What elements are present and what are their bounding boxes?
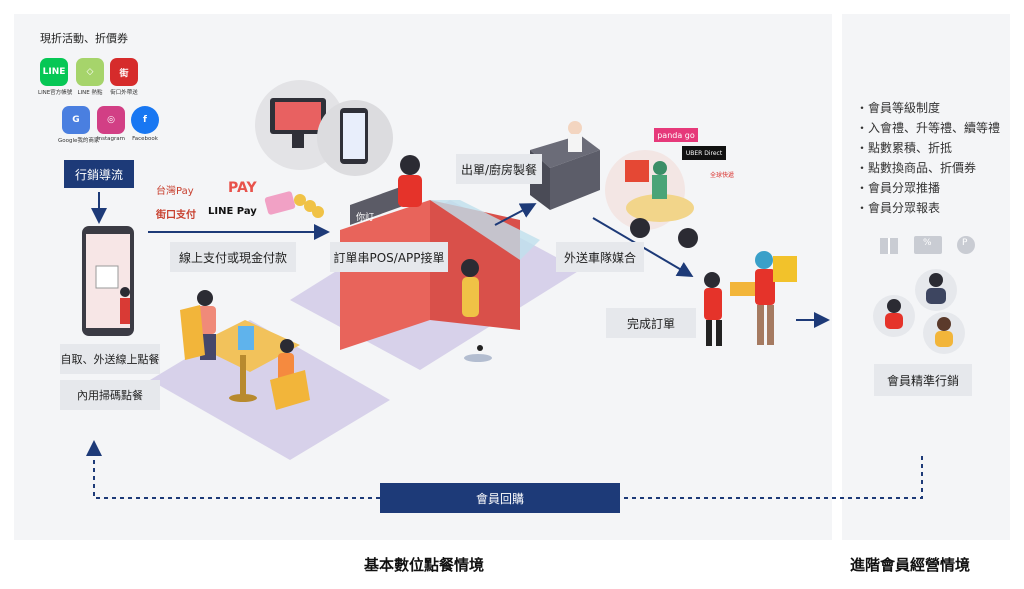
foodpanda-logo: panda go: [654, 128, 698, 142]
pickup-delivery-label: 自取、外送線上點餐: [60, 344, 160, 374]
points-icon: [957, 236, 975, 254]
pos-order-label: 訂單串POS/APP接單: [330, 242, 448, 272]
counter-sign: 你訂: [356, 213, 375, 223]
app-caption: Google我的商家: [58, 138, 100, 144]
feature-item: ・會員等級制度: [856, 101, 941, 115]
facebook-app[interactable]: f Facebook: [130, 106, 160, 142]
feature-item: ・會員分眾推播: [856, 181, 941, 195]
promo-title: 現折活動、折價券: [40, 32, 128, 45]
feature-item: ・入會禮、升等禮、續等禮: [856, 121, 1001, 135]
marketing-traffic-label: 行銷導流: [64, 160, 134, 188]
app-caption: Facebook: [132, 136, 158, 142]
member-feature-list: ・會員等級制度 ・入會禮、升等禮、續等禮 ・點數累積、折抵 ・點數換商品、折價券…: [856, 98, 1000, 218]
feature-item: ・點數累積、折抵: [856, 141, 953, 155]
kitchen-label: 出單/廚房製餐: [456, 154, 542, 184]
taiwan-pay-logo: 台灣Pay: [156, 186, 194, 197]
feature-item: ・點數換商品、折價券: [856, 161, 977, 175]
instagram-icon: ◎: [97, 106, 125, 134]
google-business-icon: G: [62, 106, 90, 134]
app-caption: Instagram: [97, 136, 125, 142]
app-caption: LINE官方帳號: [38, 90, 73, 96]
points-icon-text: P: [962, 238, 968, 248]
advanced-scenario-title: 進階會員經營情境: [850, 556, 971, 574]
member-repurchase-label: 會員回購: [380, 483, 620, 513]
dining-table-illustration: [180, 290, 310, 410]
feature-item: ・會員分眾報表: [856, 201, 941, 215]
jkopay-logo: 街口支付: [156, 210, 196, 221]
street-food-icon: 街: [110, 58, 138, 86]
basic-scenario-title: 基本數位點餐情境: [364, 556, 485, 574]
line-shopping-app[interactable]: ◇ LINE 熱點: [74, 58, 106, 96]
line-shopping-icon: ◇: [76, 58, 104, 86]
precision-marketing-label: 會員精準行銷: [874, 364, 972, 396]
lalamove-logo: 全球快遞: [710, 172, 735, 179]
delivery-fleet-label: 外送車隊媒合: [556, 242, 644, 272]
line-icon: LINE: [40, 58, 68, 86]
counter-illustration: [340, 155, 540, 362]
arrow-to-kitchen: [494, 203, 537, 226]
instagram-app[interactable]: ◎ Instagram: [96, 106, 126, 142]
coupon-percent-text: %: [923, 238, 932, 248]
delivery-handoff-illustration: [704, 251, 797, 346]
order-complete-label: 完成訂單: [606, 308, 696, 338]
coupon-icon: [914, 236, 942, 254]
line-official-app[interactable]: LINE LINE官方帳號: [38, 58, 73, 96]
street-food-app[interactable]: 街 街口外帶送: [108, 58, 140, 96]
facebook-icon: f: [131, 106, 159, 134]
delivery-scooter-illustration: [605, 150, 698, 248]
pay-logo: PAY: [228, 180, 257, 196]
google-business-app[interactable]: G Google我的商家: [58, 106, 100, 144]
dinein-qr-label: 內用掃碼點餐: [60, 380, 160, 410]
app-caption: LINE 熱點: [77, 90, 103, 96]
app-caption: 街口外帶送: [110, 90, 138, 96]
line-pay-logo: LINE Pay: [208, 206, 257, 217]
payment-card: [264, 191, 296, 215]
payment-label: 線上支付或現金付款: [170, 242, 296, 272]
phone-illustration: [82, 226, 134, 336]
uber-direct-logo: UBER Direct: [682, 146, 726, 160]
